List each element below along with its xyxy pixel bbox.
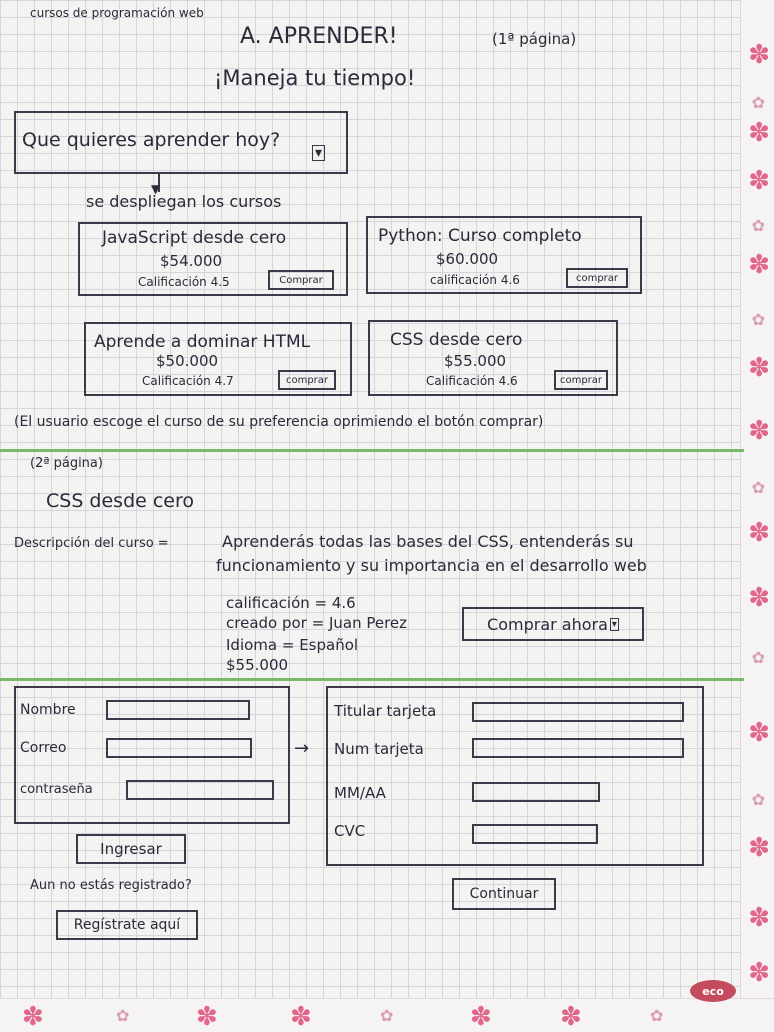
description-line-2: funcionamiento y su importancia en el de… — [216, 556, 647, 575]
card-holder-input[interactable] — [472, 702, 684, 722]
course-rating: Calificación 4.5 — [138, 275, 230, 289]
course-rating: Calificación 4.7 — [142, 374, 234, 388]
section-divider — [0, 449, 744, 452]
course-card: Aprende a dominar HTML $50.000 Calificac… — [84, 322, 352, 396]
buy-button[interactable]: comprar — [566, 268, 628, 288]
dropdown-icon: ▾ — [609, 617, 619, 631]
notebook-margin — [740, 0, 774, 1032]
card-number-label: Num tarjeta — [334, 740, 424, 758]
course-title: Aprende a dominar HTML — [94, 332, 311, 352]
site-label: cursos de programación web — [30, 6, 204, 20]
email-input[interactable] — [106, 738, 252, 758]
flower-icon: ✿ — [751, 310, 765, 329]
flower-icon: ✿ — [751, 648, 765, 667]
course-price: $60.000 — [436, 250, 499, 268]
choose-note: (El usuario escoge el curso de su prefer… — [14, 414, 544, 430]
course-card: JavaScript desde cero $54.000 Calificaci… — [78, 222, 348, 296]
card-holder-label: Titular tarjeta — [334, 702, 437, 720]
flower-icon: ✽ — [748, 166, 770, 196]
buy-now-label: Comprar ahora — [487, 614, 608, 634]
flower-icon: ✽ — [560, 1002, 582, 1032]
course-language: Idioma = Español — [226, 636, 359, 654]
flower-icon: ✽ — [748, 718, 770, 748]
cvc-label: CVC — [334, 822, 366, 840]
password-label: contraseña — [20, 782, 93, 797]
section-divider — [0, 678, 744, 681]
flower-icon: ✽ — [748, 958, 770, 988]
notebook-bottom-strip — [0, 998, 774, 1032]
flower-icon: ✽ — [748, 40, 770, 70]
course-title: CSS desde cero — [390, 330, 523, 350]
flower-icon: ✿ — [116, 1006, 130, 1025]
arrow-down-head: ▼ — [151, 182, 161, 196]
flower-icon: ✽ — [196, 1002, 218, 1032]
email-label: Correo — [20, 740, 67, 756]
name-label: Nombre — [20, 702, 76, 718]
flower-icon: ✽ — [22, 1002, 44, 1032]
flower-icon: ✽ — [290, 1002, 312, 1032]
flower-icon: ✽ — [748, 518, 770, 548]
course-detail-title: CSS desde cero — [46, 490, 195, 512]
password-input[interactable] — [126, 780, 274, 800]
continue-button[interactable]: Continuar — [452, 878, 556, 910]
course-card: CSS desde cero $55.000 Calificación 4.6 … — [368, 320, 618, 396]
course-price: $50.000 — [156, 352, 219, 370]
buy-now-button[interactable]: Comprar ahora ▾ — [462, 607, 644, 641]
login-button[interactable]: Ingresar — [76, 834, 186, 864]
course-rating-detail: calificación = 4.6 — [226, 594, 356, 612]
course-price: $55.000 — [444, 352, 507, 370]
expiry-input[interactable] — [472, 782, 600, 802]
arrow-down-icon — [158, 174, 160, 192]
flower-icon: ✿ — [380, 1006, 394, 1025]
flower-icon: ✽ — [748, 583, 770, 613]
cvc-input[interactable] — [472, 824, 598, 844]
page-marker: (1ª página) — [492, 30, 577, 48]
flower-icon: ✽ — [748, 250, 770, 280]
buy-button[interactable]: comprar — [554, 370, 608, 390]
course-title: Python: Curso completo — [378, 226, 582, 246]
page-title: A. APRENDER! — [240, 24, 398, 49]
flower-icon: ✽ — [748, 416, 770, 446]
arrow-right-icon: → — [294, 738, 310, 759]
courses-note: se despliegan los cursos — [86, 192, 282, 211]
search-label: Que quieres aprender hoy? — [22, 129, 281, 151]
flower-icon: ✿ — [751, 216, 765, 235]
course-rating: calificación 4.6 — [430, 273, 520, 287]
flower-icon: ✽ — [748, 833, 770, 863]
course-author: creado por = Juan Perez — [226, 614, 408, 632]
flower-icon: ✿ — [751, 790, 765, 809]
flower-icon: ✽ — [748, 353, 770, 383]
page2-marker: (2ª página) — [30, 456, 103, 471]
flower-icon: ✽ — [748, 903, 770, 933]
course-search-dropdown[interactable]: Que quieres aprender hoy? ▾ — [14, 111, 348, 174]
course-rating: Calificación 4.6 — [426, 374, 518, 388]
flower-icon: ✿ — [751, 478, 765, 497]
description-line-1: Aprenderás todas las bases del CSS, ente… — [222, 532, 634, 551]
payment-form: Titular tarjeta Num tarjeta MM/AA CVC — [326, 686, 704, 866]
description-label: Descripción del curso = — [14, 536, 169, 551]
buy-button[interactable]: comprar — [278, 370, 336, 390]
name-input[interactable] — [106, 700, 250, 720]
flower-icon: ✽ — [748, 118, 770, 148]
register-button[interactable]: Regístrate aquí — [56, 910, 198, 940]
slogan: ¡Maneja tu tiempo! — [214, 66, 416, 90]
card-number-input[interactable] — [472, 738, 684, 758]
course-price: $54.000 — [160, 252, 223, 270]
dropdown-icon[interactable]: ▾ — [312, 145, 326, 161]
expiry-label: MM/AA — [334, 784, 386, 802]
brand-logo: eco — [690, 980, 736, 1002]
not-registered-text: Aun no estás registrado? — [30, 878, 192, 893]
flower-icon: ✿ — [751, 93, 765, 112]
flower-icon: ✿ — [650, 1006, 664, 1025]
buy-button[interactable]: Comprar — [268, 270, 334, 290]
course-card: Python: Curso completo $60.000 calificac… — [366, 216, 642, 294]
login-form: Nombre Correo contraseña — [14, 686, 290, 824]
flower-icon: ✽ — [470, 1002, 492, 1032]
course-price-detail: $55.000 — [226, 656, 289, 674]
course-title: JavaScript desde cero — [102, 228, 287, 248]
